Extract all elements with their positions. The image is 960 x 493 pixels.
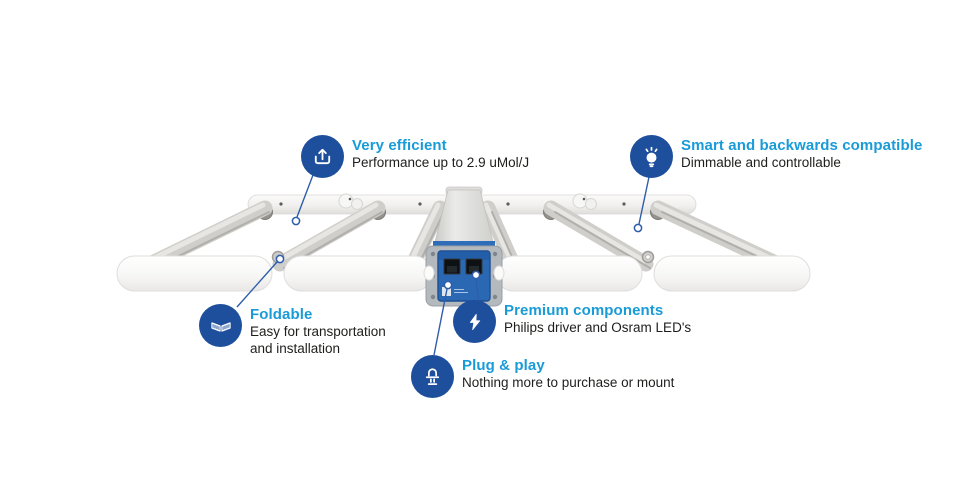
foldable-bars-icon: [199, 304, 242, 347]
front-bar-segments: [116, 255, 811, 292]
fold-hinge-right: [641, 250, 655, 264]
leader-dot-very-efficient: [291, 216, 301, 226]
leader-dot-foldable: [275, 254, 285, 264]
leader-plug-and-play: [433, 288, 448, 356]
feature-title: Very efficient: [352, 137, 447, 154]
led-diode-icon: [411, 355, 454, 398]
smart-bulb-icon: [630, 135, 673, 178]
leader-premium: [475, 278, 480, 304]
feature-callout-plug-play: Plug & play Nothing more to purchase or …: [411, 355, 674, 398]
callout-lines: [236, 174, 650, 356]
leader-dot-smart: [633, 223, 643, 233]
feature-callout-premium: Premium components Philips driver and Os…: [453, 300, 691, 343]
leader-dot-premium: [471, 270, 481, 280]
leader-smart: [638, 176, 650, 225]
feature-title: Premium components: [504, 302, 664, 319]
feature-description: Philips driver and Osram LED's: [504, 320, 692, 335]
feature-description: Nothing more to purchase or mount: [462, 375, 675, 390]
leader-very-efficient: [296, 174, 314, 218]
feature-title: Plug & play: [462, 357, 545, 374]
feature-title: Smart and backwards compatible: [681, 137, 923, 154]
feature-description: Dimmable and controllable: [681, 155, 841, 170]
feature-callout-smart: Smart and backwards compatible Dimmable …: [630, 135, 922, 178]
feature-description: Performance up to 2.9 uMol/J: [352, 155, 530, 170]
feature-description: Easy for transportation and installation: [250, 324, 386, 356]
driver-box: [423, 245, 505, 307]
leader-foldable: [236, 261, 278, 308]
lightning-icon: [453, 300, 496, 343]
upload-icon: [301, 135, 344, 178]
leader-dot-plug-and-play: [443, 280, 453, 290]
feature-title: Foldable: [250, 306, 313, 323]
driver-port-left: [443, 258, 461, 275]
feature-callout-foldable: Foldable Easy for transportation and ins…: [199, 304, 386, 357]
feature-callout-very-efficient: Very efficient Performance up to 2.9 uMo…: [301, 135, 529, 178]
